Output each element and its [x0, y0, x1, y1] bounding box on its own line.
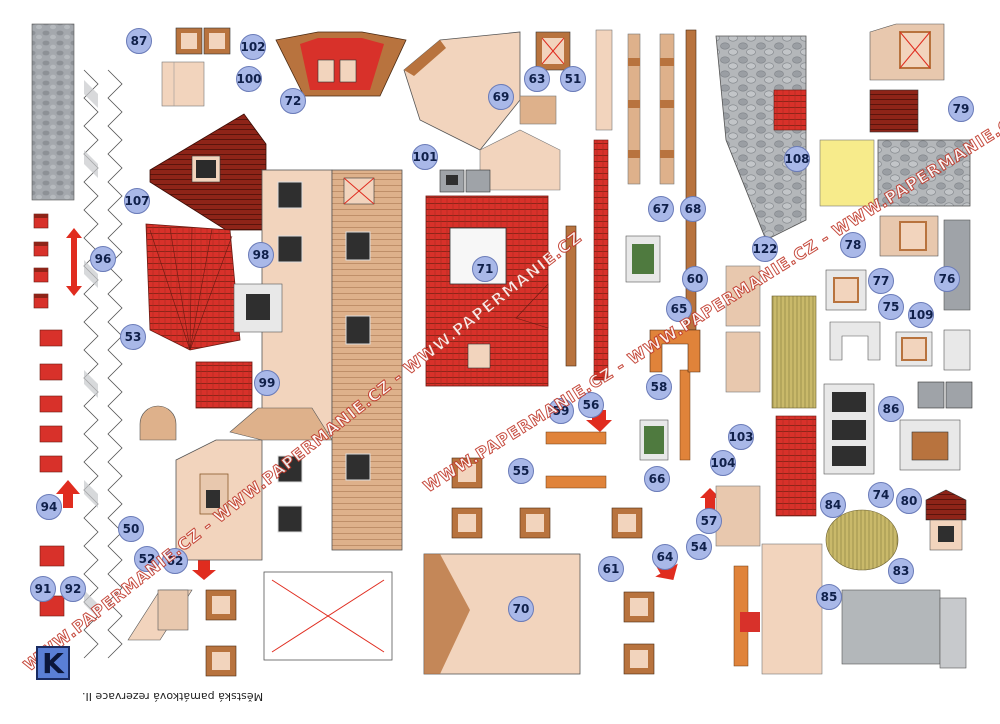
part-number-badge: 54: [686, 534, 712, 560]
part-number-badge: 74: [868, 482, 894, 508]
part-number-badge: 102: [240, 34, 266, 60]
part-number-badge: 69: [488, 84, 514, 110]
part-number-badge: 65: [666, 296, 692, 322]
part-number-badge: 62: [162, 548, 188, 574]
part-number-badge: 75: [878, 294, 904, 320]
part-number-badge: 59: [548, 398, 574, 424]
part-number-badge: 109: [908, 302, 934, 328]
sheet-letter: K: [36, 646, 70, 680]
part-number-badge: 63: [524, 66, 550, 92]
part-number-badge: 57: [696, 508, 722, 534]
part-number-badge: 100: [236, 66, 262, 92]
part-number-badge: 99: [254, 370, 280, 396]
part-number-badge: 122: [752, 236, 778, 262]
part-number-badge: 86: [878, 396, 904, 422]
part-number-badge: 68: [680, 196, 706, 222]
part-number-badge: 108: [784, 146, 810, 172]
part-number-badge: 85: [816, 584, 842, 610]
part-number-badge: 56: [578, 392, 604, 418]
part-number-badge: 67: [648, 196, 674, 222]
part-number-badge: 71: [472, 256, 498, 282]
part-number-badge: 50: [118, 516, 144, 542]
part-number-badge: 96: [90, 246, 116, 272]
part-number-badge: 104: [710, 450, 736, 476]
part-number-badge: 92: [60, 576, 86, 602]
part-number-badge: 76: [934, 266, 960, 292]
part-number-badge: 107: [124, 188, 150, 214]
part-number-badge: 80: [896, 488, 922, 514]
part-number-badge: 52: [134, 546, 160, 572]
part-number-badge: 72: [280, 88, 306, 114]
part-number-badge: 58: [646, 374, 672, 400]
part-number-badge: 66: [644, 466, 670, 492]
part-number-badge: 51: [560, 66, 586, 92]
part-number-badge: 61: [598, 556, 624, 582]
part-number-badge: 79: [948, 96, 974, 122]
sheet-caption: Městská památková rezervace II.: [82, 690, 264, 703]
part-number-badge: 78: [840, 232, 866, 258]
part-number-badge: 77: [868, 268, 894, 294]
part-number-badge: 101: [412, 144, 438, 170]
part-number-badge: 70: [508, 596, 534, 622]
part-number-badge: 91: [30, 576, 56, 602]
part-number-badge: 55: [508, 458, 534, 484]
part-number-badge: 60: [682, 266, 708, 292]
part-number-badge: 83: [888, 558, 914, 584]
part-number-badge: 87: [126, 28, 152, 54]
part-number-badge: 94: [36, 494, 62, 520]
part-number-badge: 64: [652, 544, 678, 570]
part-number-badge: 98: [248, 242, 274, 268]
part-number-badge: 103: [728, 424, 754, 450]
part-number-badge: 84: [820, 492, 846, 518]
part-number-badge: 53: [120, 324, 146, 350]
